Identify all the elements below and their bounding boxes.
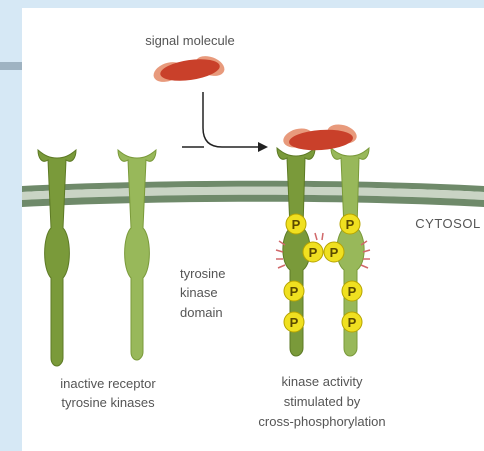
phosphate-group: P bbox=[284, 281, 304, 301]
cytosol-label: CYTOSOL bbox=[415, 216, 480, 231]
inactive-receptor-right bbox=[118, 150, 156, 360]
phosphate-group: P bbox=[324, 242, 344, 262]
svg-text:P: P bbox=[292, 217, 301, 232]
phosphate-group: P bbox=[284, 312, 304, 332]
svg-text:inactive receptor: inactive receptor bbox=[60, 376, 156, 391]
svg-text:P: P bbox=[290, 315, 299, 330]
kinase-domain-label: tyrosine kinase domain bbox=[180, 266, 226, 320]
svg-text:cross-phosphorylation: cross-phosphorylation bbox=[258, 414, 385, 429]
phosphate-group: P bbox=[342, 312, 362, 332]
svg-text:tyrosine kinases: tyrosine kinases bbox=[61, 395, 155, 410]
svg-text:domain: domain bbox=[180, 305, 223, 320]
signal-molecule-bound bbox=[281, 121, 359, 152]
svg-text:P: P bbox=[346, 217, 355, 232]
signal-molecule-label: signal molecule bbox=[145, 33, 235, 48]
svg-text:P: P bbox=[348, 284, 357, 299]
svg-text:P: P bbox=[348, 315, 357, 330]
svg-text:P: P bbox=[330, 245, 339, 260]
active-receptors-label: kinase activity stimulated by cross-phos… bbox=[258, 374, 385, 429]
svg-text:P: P bbox=[290, 284, 299, 299]
svg-text:kinase activity: kinase activity bbox=[282, 374, 363, 389]
signal-molecule-free bbox=[151, 52, 227, 85]
svg-text:stimulated by: stimulated by bbox=[284, 394, 361, 409]
inactive-receptors-label: inactive receptor tyrosine kinases bbox=[60, 376, 156, 410]
phosphate-group: P bbox=[303, 242, 323, 262]
activation-arrow bbox=[182, 92, 268, 152]
plasma-membrane bbox=[22, 181, 484, 207]
svg-text:P: P bbox=[309, 245, 318, 260]
phosphate-group: P bbox=[340, 214, 360, 234]
svg-text:tyrosine: tyrosine bbox=[180, 266, 226, 281]
inactive-receptor-left bbox=[38, 150, 76, 366]
phosphate-group: P bbox=[342, 281, 362, 301]
phosphate-group: P bbox=[286, 214, 306, 234]
slide-corner-bar bbox=[0, 62, 22, 70]
svg-text:kinase: kinase bbox=[180, 285, 218, 300]
